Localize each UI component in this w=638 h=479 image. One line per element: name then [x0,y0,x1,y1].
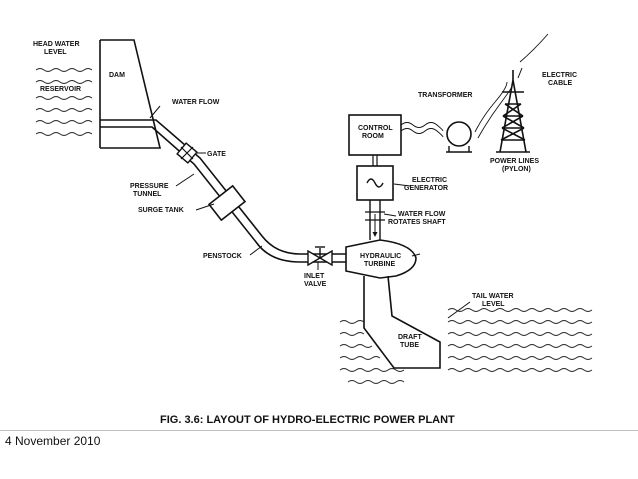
footer-date: 4 November 2010 [5,434,101,448]
penstock-pipe [100,119,346,263]
label-head-water-level: HEAD WATER [33,41,80,48]
label-head-water-level-2: LEVEL [44,49,67,56]
label-dam: DAM [109,72,125,79]
label-leaders [149,67,523,319]
label-pressure-tunnel: PRESSURE [130,183,169,190]
label-pylon: (PYLON) [502,166,531,173]
draft-tube [363,275,441,369]
label-penstock: PENSTOCK [203,253,242,260]
label-electric-generator-2: GENERATOR [404,185,448,192]
label-control-room: CONTROL [358,125,393,132]
label-reservoir: RESERVOIR [40,86,81,93]
inlet-valve [307,246,333,267]
label-hydraulic-turbine: HYDRAULIC [360,253,401,260]
label-electric-generator: ELECTRIC [412,177,447,184]
electric-generator [356,165,394,201]
label-inlet-valve: INLET [304,273,325,280]
label-transformer: TRANSFORMER [418,92,472,99]
pylon [496,70,530,153]
dam [99,39,162,149]
figure-caption: FIG. 3.6: LAYOUT OF HYDRO-ELECTRIC POWER… [160,414,455,426]
power-cables [400,33,549,139]
transformer [446,121,472,153]
label-control-room-2: ROOM [362,133,384,140]
label-inlet-valve-2: VALVE [304,281,327,288]
reservoir-water [35,68,93,136]
label-water-flow-shaft: WATER FLOW [398,211,446,218]
label-surge-tank: SURGE TANK [138,207,184,214]
hydraulic-turbine [345,239,417,279]
label-tail-water-level: TAIL WATER [472,293,514,300]
label-hydraulic-turbine-2: TURBINE [364,261,395,268]
label-electric-cable-2: CABLE [548,80,572,87]
label-gate: GATE [207,151,226,158]
label-electric-cable: ELECTRIC [542,72,577,79]
label-draft-tube: DRAFT [398,334,422,341]
label-draft-tube-2: TUBE [400,342,419,349]
label-power-lines: POWER LINES [490,158,539,165]
control-generator-link [372,155,378,166]
label-water-flow-shaft-2: ROTATES SHAFT [388,219,446,226]
turbine-shaft [365,200,385,240]
label-pressure-tunnel-2: TUNNEL [133,191,162,198]
gate [176,142,198,164]
tail-water [339,308,593,384]
label-tail-water-level-2: LEVEL [482,301,505,308]
surge-tank [207,184,247,222]
footer-divider [0,430,638,431]
label-water-flow: WATER FLOW [172,99,220,106]
control-room-box [348,114,402,156]
diagram-labels: HEAD WATER LEVEL RESERVOIR DAM WATER FLO… [33,41,577,349]
